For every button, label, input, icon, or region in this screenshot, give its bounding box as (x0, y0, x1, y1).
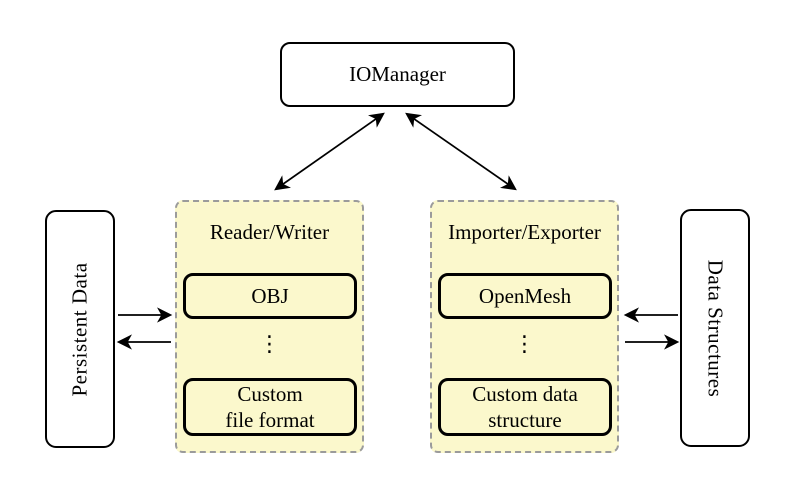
importer-exporter-group: Importer/Exporter OpenMesh ⋮ Custom data… (430, 200, 619, 453)
ellipsis-readerwriter: ⋮ (258, 332, 281, 357)
openmesh-node: OpenMesh (438, 273, 612, 319)
iomanager-label: IOManager (349, 62, 446, 86)
persistent-data-label: Persistent Data (67, 261, 92, 397)
persistent-data-node: Persistent Data (45, 210, 115, 448)
arrow-iomanager-readerwriter (274, 112, 385, 191)
importer-exporter-title: Importer/Exporter (448, 220, 601, 244)
reader-writer-title: Reader/Writer (209, 220, 330, 244)
custom-file-format-node: Custom file format (183, 378, 357, 436)
ellipsis-importerexporter: ⋮ (513, 332, 536, 357)
data-structures-label: Data Structures (703, 259, 728, 397)
obj-node: OBJ (183, 273, 357, 319)
iomanager-node: IOManager (280, 42, 515, 107)
data-structures-node: Data Structures (680, 209, 750, 447)
reader-writer-group: Reader/Writer OBJ ⋮ Custom file format (175, 200, 364, 453)
custom-data-structure-node: Custom data structure (438, 378, 612, 436)
arrow-iomanager-importerexporter (405, 112, 517, 191)
